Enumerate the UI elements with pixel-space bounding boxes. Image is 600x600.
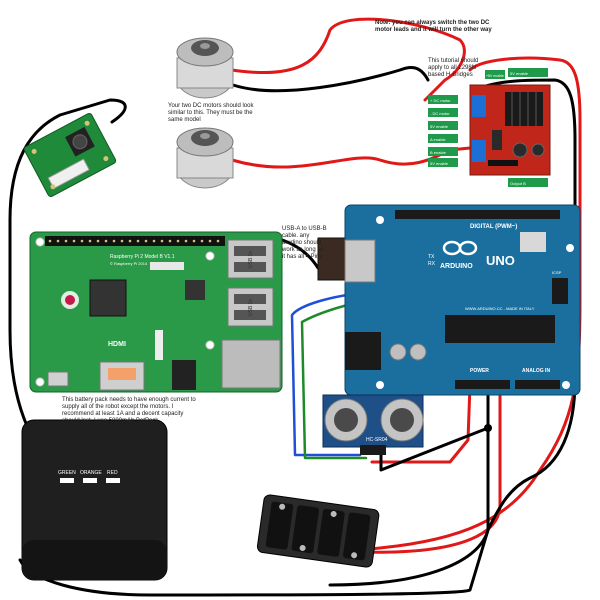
arduino-model-label: UNO <box>486 253 515 268</box>
hbridge-label-6: 5V enable <box>430 161 449 166</box>
dc-motor-1 <box>176 37 234 99</box>
rpi-board-label: Raspberry Pi 2 Model B V1.1 <box>110 254 175 260</box>
hbridge-label-right-bottom: Output B <box>510 181 526 186</box>
raspberry-pi <box>29 231 283 393</box>
red-wire-motor2 <box>230 146 472 169</box>
arduino-uno <box>344 204 581 396</box>
power-bank-led-green <box>60 478 74 483</box>
arduino-digital-label: DIGITAL (PWM~) <box>470 224 517 230</box>
rpi-copyright-label: © Raspberry Pi 2014 <box>110 261 148 266</box>
rpi-usb-label-1: USB 2x <box>248 251 254 268</box>
hbridge-label-3: 5V enable <box>430 124 449 129</box>
arduino-usb-socket <box>344 239 376 283</box>
arduino-power-header <box>455 380 510 389</box>
power-bank <box>21 419 168 581</box>
rpi-ethernet-port <box>221 339 281 389</box>
arduino-analog-header <box>515 380 560 389</box>
power-bank-led-orange <box>83 478 97 483</box>
rpi-usb-label-2: USB 2x <box>248 299 254 316</box>
camera-connector <box>47 158 90 190</box>
rpi-audio-jack <box>172 360 196 390</box>
h-bridge-l298n <box>428 68 551 187</box>
camera-pcb <box>23 112 117 198</box>
power-bank-label-orange: ORANGE <box>80 470 102 476</box>
rpi-gpio-header <box>45 236 225 246</box>
camera-module <box>23 112 117 198</box>
arduino-barrel-jack <box>345 332 381 370</box>
rpi-hdmi-port <box>99 361 145 391</box>
wire-junction <box>484 424 492 432</box>
rpi-micro-usb <box>47 371 69 387</box>
power-bank-label-green: GREEN <box>58 470 76 476</box>
hbridge-label-right-top: 5V enable <box>510 71 529 76</box>
hbridge-label-4: A enable <box>430 137 446 142</box>
hbridge-label-1: + DC motor <box>430 98 451 103</box>
ultrasonic-sensor <box>322 394 424 455</box>
rpi-pcb <box>29 231 283 393</box>
arduino-rx-label: RX <box>428 261 436 267</box>
arduino-power-label: POWER <box>470 368 489 374</box>
hbridge-label-5: B enable <box>430 150 447 155</box>
hbridge-label-2: - DC motor <box>430 111 450 116</box>
hbridge-label-top: +5V enable <box>486 74 504 78</box>
hbridge-terminal-bottom <box>472 140 486 162</box>
note-hbridge-tutorial: This tutorial should apply to all L298N … <box>428 58 479 78</box>
arduino-digital-header <box>395 210 560 219</box>
hbridge-terminal-left <box>472 95 486 117</box>
rpi-hdmi-label: HDMI <box>108 341 126 348</box>
black-wire-hbridge-ground <box>18 78 577 597</box>
rpi-soc <box>89 279 127 317</box>
hbridge-heatsink <box>505 92 543 126</box>
rpi-lan-chip <box>185 280 205 300</box>
arduino-tx-label: TX <box>428 254 435 260</box>
camera-lens <box>72 134 88 150</box>
dc-motor-2 <box>176 127 234 189</box>
arduino-brand-label: ARDUINO <box>440 263 473 270</box>
note-motor-switch: Note: you can always switch the two DC m… <box>375 20 492 33</box>
black-wire-arduino-gnd-trunk <box>328 426 490 587</box>
sensor-model-label: HC-SR04 <box>366 437 388 443</box>
arduino-analog-label: ANALOG IN <box>522 368 550 374</box>
component-text: Raspberry Pi 2 Model B V1.1 © Raspberry … <box>58 71 562 476</box>
note-battery: This battery pack needs to have enough c… <box>62 397 196 424</box>
arduino-icsp-label: ICSP <box>552 270 562 275</box>
arduino-icsp-header <box>552 278 568 304</box>
power-bank-label-red: RED <box>107 470 118 476</box>
black-wire-motor1-gnd <box>231 65 430 93</box>
aa-battery-holder <box>256 494 380 568</box>
note-usb-cable: USB-A to USB-B cable. any arudino should… <box>282 226 327 260</box>
black-wire-sensor-gnd <box>379 383 490 472</box>
arduino-site-label: WWW.ARDUINO.CC - MADE IN ITALY <box>465 306 535 311</box>
note-motors-look: Your two DC motors should look similar t… <box>168 103 254 123</box>
red-wire-motor1 <box>230 17 466 102</box>
arduino-atmega-chip <box>445 315 555 343</box>
power-bank-led-red <box>106 478 120 483</box>
